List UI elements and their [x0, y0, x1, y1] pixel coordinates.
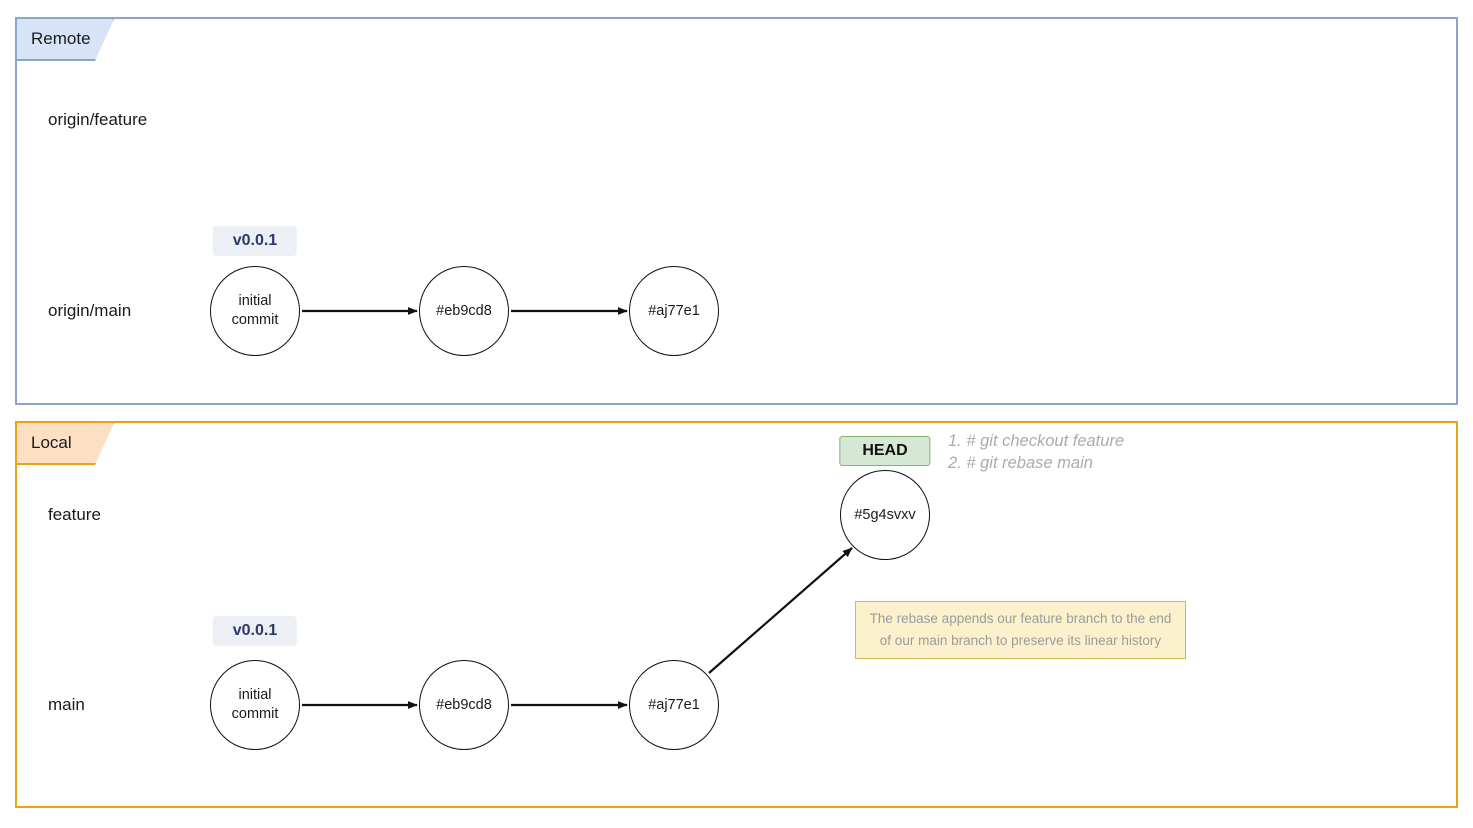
commit-label-line1: initial	[238, 687, 272, 704]
commit-node-5g4svxv-local[interactable]: #5g4svxv	[840, 470, 930, 560]
local-zone: Local	[15, 421, 1458, 808]
branch-label-origin-feature: origin/feature	[48, 110, 148, 129]
tag-v001-remote: v0.0.1	[212, 226, 298, 256]
commit-node-label: initial commit	[232, 292, 279, 330]
commit-node-eb9cd8-local[interactable]: #eb9cd8	[419, 660, 509, 750]
commit-label-line2: commit	[231, 312, 279, 328]
rebase-note-line-2: of our main branch to preserve its linea…	[879, 633, 1162, 648]
commit-node-label: #aj77e1	[648, 696, 700, 713]
commit-label-line2: commit	[231, 706, 279, 722]
commit-node-label: #aj77e1	[648, 302, 700, 319]
git-command-list: 1. # git checkout feature 2. # git rebas…	[948, 430, 1124, 475]
rebase-note-box: The rebase appends our feature branch to…	[855, 601, 1186, 659]
branch-label-origin-main: origin/main	[48, 301, 132, 320]
tag-v001-local: v0.0.1	[212, 616, 298, 646]
local-zone-tab: Local	[15, 421, 115, 465]
git-command-line-1: 1. # git checkout feature	[948, 432, 1125, 450]
commit-node-initial-local[interactable]: initial commit	[210, 660, 300, 750]
commit-node-label: #eb9cd8	[436, 696, 492, 713]
git-command-line-2: 2. # git rebase main	[948, 454, 1093, 473]
commit-label-line1: initial	[238, 293, 272, 310]
branch-label-feature: feature	[48, 505, 101, 524]
commit-node-label: initial commit	[232, 686, 279, 724]
rebase-note-line-1: The rebase appends our feature branch to…	[869, 611, 1172, 627]
commit-node-label: #eb9cd8	[436, 302, 492, 319]
remote-zone-tab: Remote	[15, 17, 115, 61]
remote-zone-tab-label: Remote	[31, 29, 91, 48]
commit-node-aj77e1-local[interactable]: #aj77e1	[629, 660, 719, 750]
commit-node-initial-remote[interactable]: initial commit	[210, 266, 300, 356]
head-badge: HEAD	[839, 436, 931, 466]
commit-node-aj77e1-remote[interactable]: #aj77e1	[629, 266, 719, 356]
commit-node-eb9cd8-remote[interactable]: #eb9cd8	[419, 266, 509, 356]
local-zone-tab-label: Local	[31, 433, 72, 452]
commit-node-label: #5g4svxv	[854, 506, 916, 523]
branch-label-main: main	[48, 695, 85, 714]
